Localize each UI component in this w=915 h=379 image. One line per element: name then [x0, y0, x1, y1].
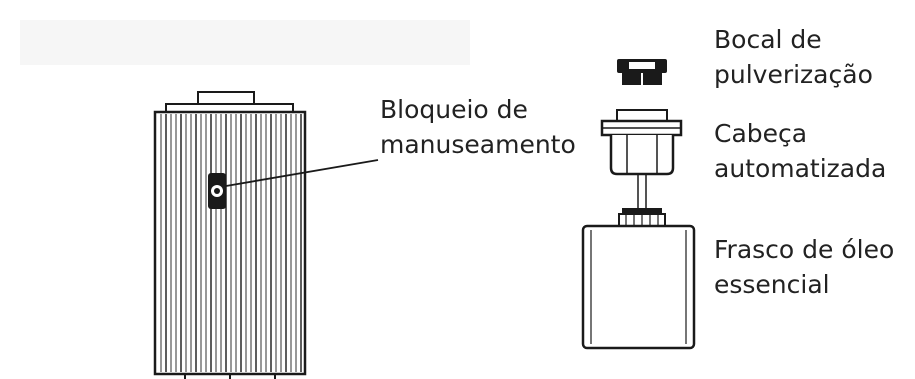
diffuser-cylinder [153, 110, 307, 376]
label-head: Cabeça automatizada [714, 116, 886, 186]
oil-bottle [581, 208, 696, 350]
spray-nozzle [617, 59, 667, 85]
label-lock-line2: manuseamento [380, 130, 576, 159]
background-smudge [20, 20, 470, 65]
label-bottle: Frasco de óleo essencial [714, 232, 894, 302]
diffuser-ribs [160, 114, 302, 372]
label-nozzle-line2: pulverização [714, 60, 873, 89]
automated-head [600, 109, 683, 176]
label-nozzle-line1: Bocal de [714, 25, 822, 54]
label-lock-line1: Bloqueio de [380, 95, 528, 124]
label-head-line1: Cabeça [714, 119, 808, 148]
label-nozzle: Bocal de pulverização [714, 22, 873, 92]
label-head-line2: automatizada [714, 154, 887, 183]
diffuser-body [153, 91, 307, 379]
label-bottle-line1: Frasco de óleo [714, 235, 895, 264]
label-bottle-line2: essencial [714, 270, 830, 299]
lock-leader-line [225, 159, 379, 187]
lock-knob [208, 173, 226, 209]
label-lock: Bloqueio de manuseamento [380, 92, 576, 162]
